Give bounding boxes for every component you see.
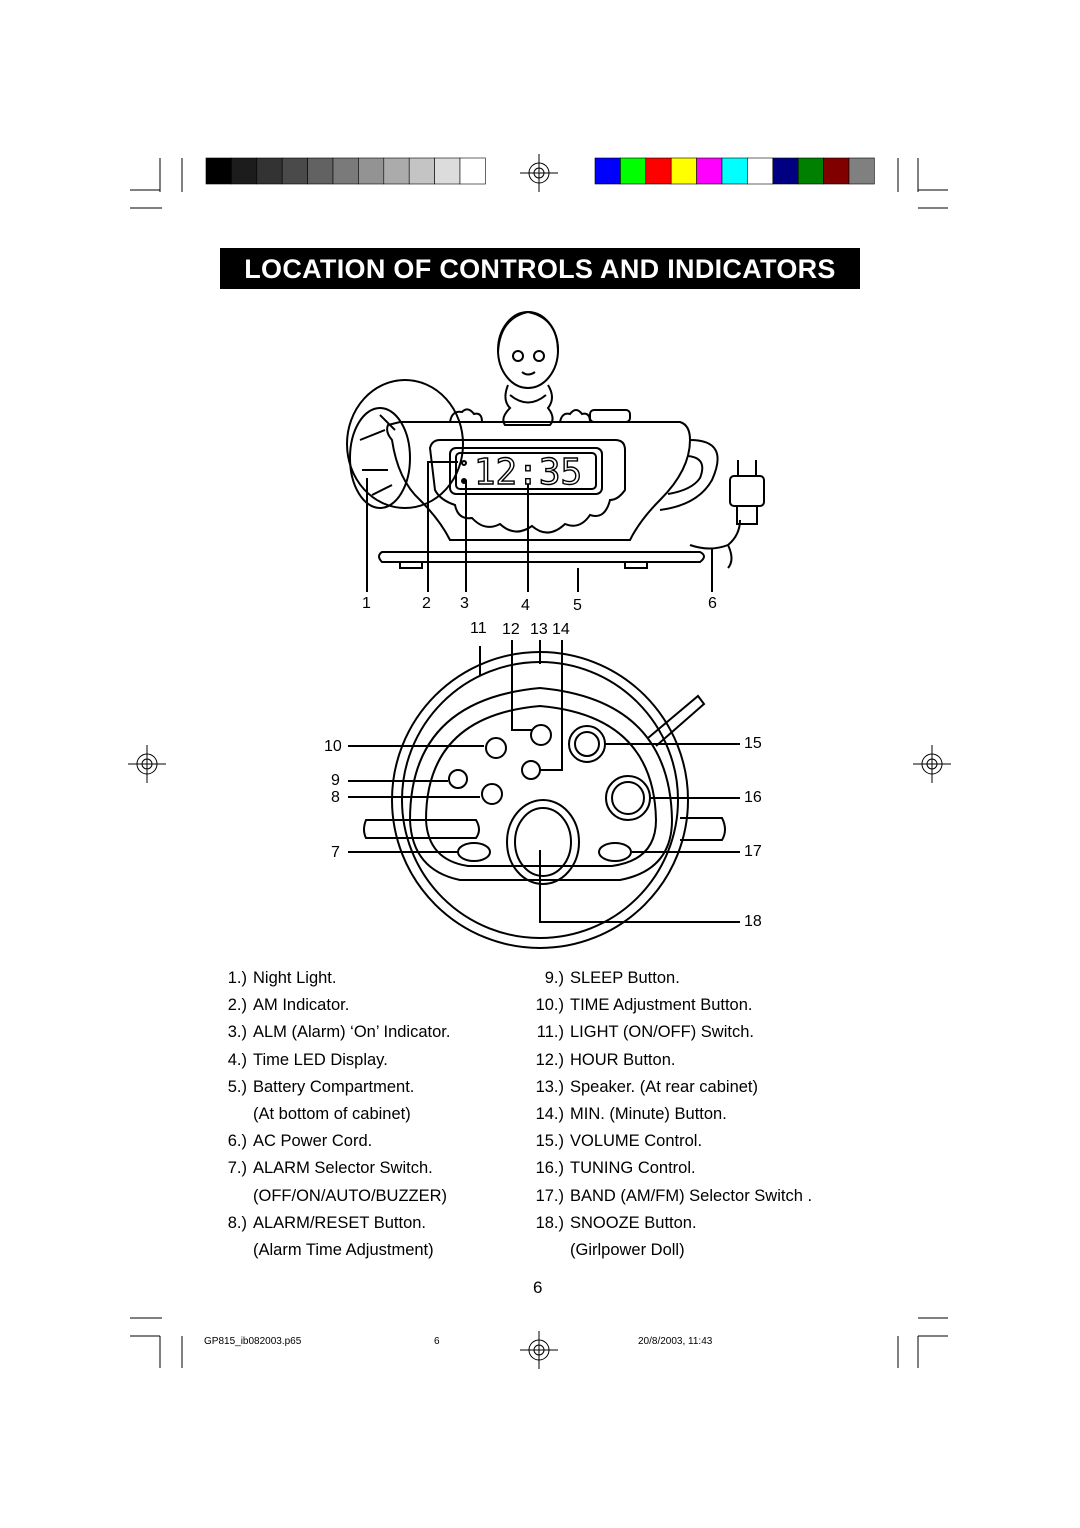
color-swatch [231,157,258,185]
legend-text: (Alarm Time Adjustment) [253,1241,434,1259]
color-swatch [670,157,697,185]
legend-number: 2.) [227,996,247,1015]
color-swatch [434,157,461,185]
legend-text: SNOOZE Button. [570,1213,697,1232]
color-swatch [797,157,824,185]
callout-15: 15 [744,735,762,752]
legend-text: LIGHT (ON/OFF) Switch. [570,1023,754,1042]
legend-text: BAND (AM/FM) Selector Switch . [570,1186,813,1205]
legend-text: TUNING Control. [570,1159,696,1178]
callout-18: 18 [744,913,762,930]
callout-11: 11 [470,620,487,637]
callout-8: 8 [331,789,340,806]
time-led-display: 12:35 [474,452,582,493]
legend-text: Time LED Display. [253,1050,388,1069]
legend-text: ALARM/RESET Button. [253,1213,427,1232]
legend-text: Battery Compartment. [253,1077,415,1096]
color-swatch [408,157,435,185]
legend-text: (Girlpower Doll) [570,1241,685,1259]
callout-1: 1 [362,595,371,612]
legend-number: 5.) [227,1077,247,1096]
legend-number: 9.) [544,969,564,987]
legend-number: 1.) [227,969,247,987]
callout-7: 7 [331,844,340,861]
legend-text: HOUR Button. [570,1050,676,1069]
legend-text: (OFF/ON/AUTO/BUZZER) [253,1186,448,1205]
color-swatch [205,157,232,185]
callout-17: 17 [744,843,762,860]
legend-text: ALARM Selector Switch. [253,1159,433,1178]
legend-number: 11.) [536,1023,564,1042]
legend-text: TIME Adjustment Button. [570,996,753,1015]
callout-10: 10 [324,738,342,755]
legend-number: 16.) [535,1159,564,1178]
legend-number: 17.) [535,1186,564,1205]
color-swatch [332,157,359,185]
callout-13: 13 [530,621,548,638]
legend-number: 6.) [227,1132,247,1151]
legend-text: Night Light. [253,969,337,987]
color-swatch [772,157,799,185]
color-swatch [823,157,850,185]
legend-number: 3.) [227,1023,247,1042]
legend-text: AM Indicator. [253,996,350,1015]
legend-text: Speaker. (At rear cabinet) [570,1077,759,1096]
footer-date: 20/8/2003, 11:43 [638,1336,713,1347]
color-swatch [307,157,334,185]
grayscale-bar [205,157,486,185]
legend-number: 18.) [535,1213,564,1232]
callout-3: 3 [460,595,469,612]
footer-page: 6 [434,1336,440,1347]
color-swatch [721,157,748,185]
callout-16: 16 [744,789,762,806]
legend-text: VOLUME Control. [570,1132,703,1151]
girlpower-doll-icon [497,310,559,426]
callout-12: 12 [502,621,520,638]
legend-number: 7.) [227,1159,247,1178]
color-swatch [459,157,486,185]
legend-text: ALM (Alarm) ‘On’ Indicator. [253,1023,451,1042]
registration-target-icon [128,154,951,1369]
legend-number: 4.) [227,1050,247,1069]
callout-9: 9 [331,772,340,789]
color-swatch [848,157,875,185]
legend-text: SLEEP Button. [570,969,680,987]
color-swatch [281,157,308,185]
color-swatch [620,157,647,185]
legend-number: 13.) [535,1077,564,1096]
legend-text: (At bottom of cabinet) [253,1105,411,1123]
legend-number: 10.) [535,996,564,1015]
color-swatch [645,157,672,185]
callout-14: 14 [552,621,570,638]
page-number: 6 [533,1278,543,1297]
page-title: LOCATION OF CONTROLS AND INDICATORS [220,248,860,289]
color-swatch [594,157,621,185]
night-light-wheel-icon [346,379,464,509]
callout-5: 5 [573,597,582,614]
callout-2: 2 [422,595,431,612]
legend-number: 8.) [227,1213,247,1232]
color-bar [594,157,875,185]
legend-number: 15.) [535,1132,564,1151]
callout-6: 6 [708,595,717,612]
legend-number: 14.) [535,1105,564,1123]
flower-button-icon [448,724,632,862]
callout-4: 4 [521,597,530,614]
color-swatch [383,157,410,185]
legend-text: MIN. (Minute) Button. [570,1105,727,1123]
legend-number: 12.) [535,1050,564,1069]
footer-filename: GP815_ib082003.p65 [204,1336,302,1347]
legend-text: AC Power Cord. [253,1132,373,1151]
